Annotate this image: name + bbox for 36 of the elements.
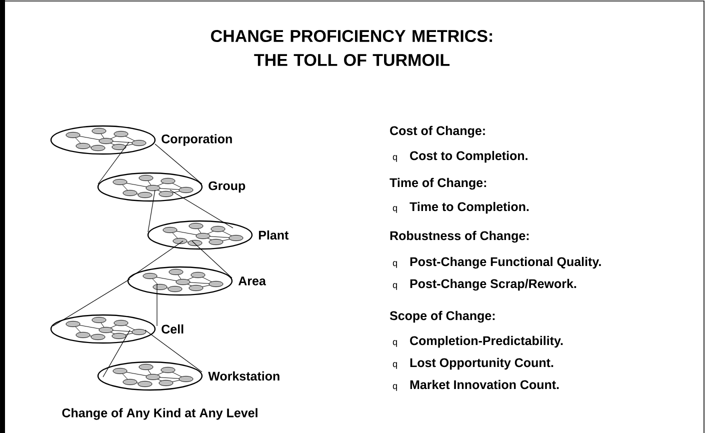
connector-line: [98, 142, 130, 184]
connector-line: [102, 330, 130, 378]
connector-line: [144, 330, 202, 372]
level-label: Cell: [162, 324, 184, 334]
metric-heading: Time of Change:: [390, 178, 486, 190]
level-label: Plant: [258, 230, 289, 240]
connector-line: [52, 278, 130, 326]
connector-line: [128, 240, 184, 280]
bullet: q: [392, 362, 397, 369]
metric-heading: Robustness of Change:: [390, 230, 529, 243]
caption: Change of Any Kind at Any Level: [62, 408, 258, 420]
bullet: q: [392, 283, 397, 290]
bullet: q: [392, 384, 397, 391]
metric-item: Cost to Completion.: [410, 150, 528, 163]
connector-line: [170, 190, 234, 228]
connector-line: [148, 190, 156, 232]
level-label: Group: [208, 181, 246, 193]
level-label: Workstation: [208, 371, 280, 381]
title: CHANGE PROFICIENCY METRICS: THE TOLL OF TURMOIL: [211, 30, 492, 66]
metric-item: Post-Change Functional Quality.: [410, 256, 601, 269]
metric-heading: Cost of Change:: [390, 126, 485, 138]
bullet: q: [392, 206, 397, 213]
connector-line: [156, 284, 158, 326]
metric-item: Lost Opportunity Count.: [410, 358, 554, 370]
bullet: q: [392, 155, 397, 162]
metric-heading: Scope of Change:: [390, 310, 495, 323]
bullet: q: [392, 340, 397, 347]
level-label: Area: [238, 276, 266, 286]
connector-line: [192, 240, 232, 278]
bullet: q: [392, 261, 397, 268]
connector-line: [154, 144, 202, 184]
level-label: Corporation: [162, 134, 232, 146]
metric-item: Market Innovation Count.: [410, 380, 559, 390]
metric-item: Completion-Predictability.: [410, 336, 563, 348]
metric-item: Post-Change Scrap/Rework.: [410, 278, 576, 291]
metric-item: Time to Completion.: [410, 202, 529, 214]
